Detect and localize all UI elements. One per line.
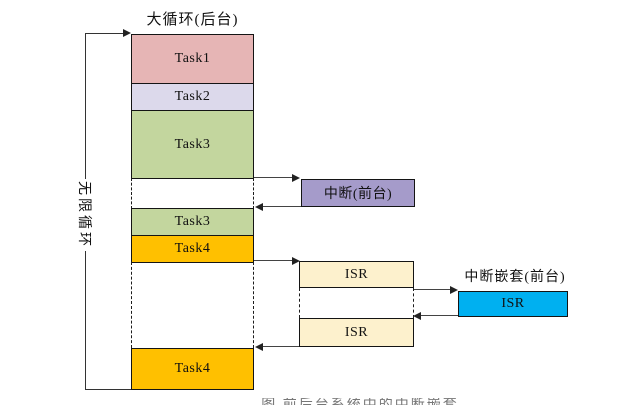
isr-second-box: ISR bbox=[299, 318, 414, 347]
gap2-left-dashed-line bbox=[131, 262, 132, 348]
isr-second-label: ISR bbox=[344, 324, 369, 340]
isr-first-box: ISR bbox=[299, 261, 414, 288]
nested-isr-label: ISR bbox=[501, 296, 525, 311]
nested-isr-box: ISR bbox=[458, 291, 568, 317]
isr-to-nested-line bbox=[414, 289, 452, 290]
task3-to-interrupt-line bbox=[254, 177, 294, 178]
gap2-right-dashed-line bbox=[253, 262, 254, 348]
isr-to-nested-arrowhead-icon bbox=[450, 286, 458, 294]
task3-box: Task3 bbox=[131, 110, 254, 179]
task2-label: Task2 bbox=[174, 89, 211, 104]
task4-label: Task4 bbox=[174, 241, 211, 256]
cropped-caption: 图 前后台系统中的中断嵌套 bbox=[170, 398, 550, 405]
interrupt-return-line bbox=[262, 206, 301, 207]
infinite-loop-label-text: 无限循环 bbox=[75, 179, 95, 251]
isr-gap-right-dashed-line bbox=[413, 288, 414, 318]
task4-to-isr-line bbox=[254, 260, 294, 261]
loop-bottom-line bbox=[85, 389, 132, 390]
task4-resume-box: Task4 bbox=[131, 348, 254, 390]
nested-return-arrowhead-icon bbox=[413, 312, 421, 320]
task4-to-isr-arrowhead-icon bbox=[292, 257, 300, 265]
nested-interrupt-title: 中断嵌套(前台) bbox=[464, 270, 566, 285]
interrupt-foreground-box: 中断(前台) bbox=[301, 179, 415, 207]
task2-box: Task2 bbox=[131, 83, 254, 111]
task3-resume-box: Task3 bbox=[131, 208, 254, 236]
task3-resume-label: Task3 bbox=[174, 214, 211, 229]
task3-to-interrupt-arrowhead-icon bbox=[292, 174, 300, 182]
isr-return-line bbox=[262, 346, 299, 347]
task4-box: Task4 bbox=[131, 235, 254, 263]
task1-label: Task1 bbox=[174, 51, 211, 66]
nested-return-line bbox=[421, 315, 458, 316]
background-loop-title: 大循环(后台) bbox=[146, 12, 239, 28]
interrupt-foreground-label: 中断(前台) bbox=[323, 187, 393, 202]
isr-return-arrowhead-icon bbox=[255, 343, 263, 351]
loop-entry-arrowhead-icon bbox=[123, 29, 131, 37]
interrupt-return-arrowhead-icon bbox=[255, 203, 263, 211]
isr-gap-left-dashed-line bbox=[299, 288, 300, 318]
gap1-right-dashed-line bbox=[253, 178, 254, 209]
gap1-left-dashed-line bbox=[131, 178, 132, 209]
isr-first-label: ISR bbox=[344, 266, 369, 282]
task4-resume-label: Task4 bbox=[174, 361, 211, 376]
loop-top-line bbox=[85, 33, 125, 34]
task1-box: Task1 bbox=[131, 34, 254, 84]
task3-label: Task3 bbox=[174, 136, 211, 152]
